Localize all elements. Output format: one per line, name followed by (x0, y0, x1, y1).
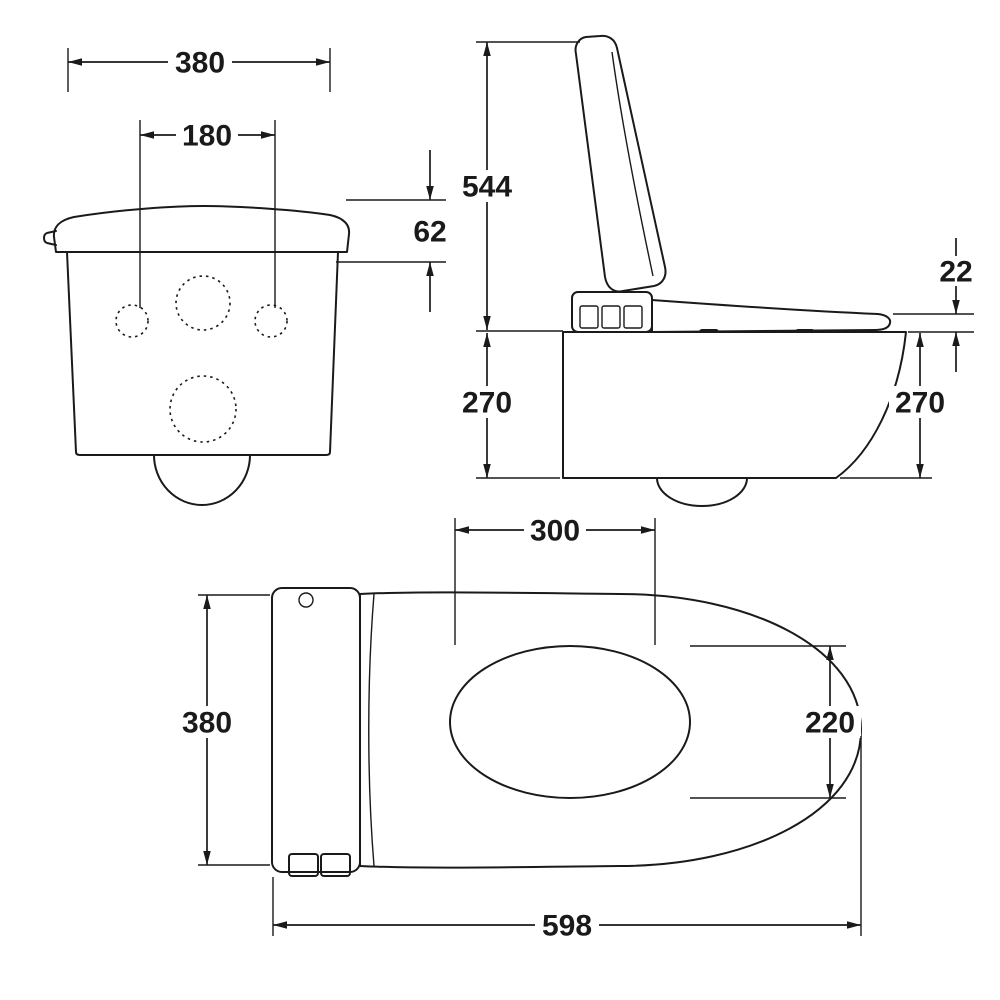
lid-seam-line (611, 51, 654, 277)
lid-open-outline (574, 34, 667, 293)
front-overall-width-dimension: 380 (67, 46, 331, 92)
dimension-label-bg (408, 215, 452, 247)
dimension-label-bg (176, 706, 238, 738)
dimension-label-bg (889, 386, 951, 418)
side-body-height-front-label: 270 (895, 387, 945, 420)
seat-tank-seam (368, 593, 375, 867)
side-open-height-dimension: 544 (456, 41, 580, 332)
front-lid-height-dimension: 62 (336, 150, 452, 312)
top-overall-width-label: 380 (182, 707, 232, 740)
cistern-body-outline (66, 251, 339, 456)
bowl-outline-side (562, 331, 907, 479)
dimension-label-bg (524, 514, 586, 546)
supply-hole (298, 592, 314, 608)
front-lid-height-label: 62 (413, 216, 446, 249)
drain-outline-dotted (169, 375, 237, 443)
side-body-height-back-dimension: 270 (456, 333, 560, 479)
tank-outline-top (271, 587, 361, 873)
front-overall-width-label: 380 (175, 47, 225, 80)
top-view: 300 380 220 598 (176, 514, 862, 943)
top-opening-width-dimension: 300 (454, 514, 656, 645)
side-seat-thickness-label: 22 (939, 256, 972, 289)
dimension-label-bg (176, 119, 238, 151)
seat-outer-outline (359, 591, 862, 869)
side-view: 544 270 22 270 (456, 34, 978, 507)
front-view: 380 180 62 (43, 46, 452, 506)
vent-slot (579, 305, 599, 329)
dimension-label-bg (168, 46, 232, 78)
dimension-label-bg (456, 386, 518, 418)
dimension-label-bg (799, 706, 861, 738)
button-outline-center (175, 275, 231, 331)
lid-side-tab (43, 230, 57, 246)
front-fixing-spacing-dimension: 180 (139, 119, 276, 308)
button-outline-right (254, 304, 288, 338)
top-overall-depth-dimension: 598 (272, 736, 862, 943)
top-overall-width-dimension: 380 (176, 594, 270, 866)
bowl-opening-ellipse (449, 645, 691, 799)
vent-slot (601, 305, 621, 329)
dimension-label-bg (456, 170, 518, 202)
side-open-height-label: 544 (462, 171, 512, 204)
outlet-semicircle-side (656, 477, 748, 507)
side-body-height-front-dimension: 270 (840, 333, 951, 479)
top-opening-width-label: 300 (530, 515, 580, 548)
outlet-semicircle-front (153, 454, 251, 506)
vent-slot (623, 305, 643, 329)
vent-grid (579, 305, 643, 329)
cistern-lid-outline (52, 205, 351, 253)
front-fixing-spacing-label: 180 (182, 120, 232, 153)
connector-block-left (288, 853, 319, 877)
connector-block-right (320, 853, 351, 877)
seat-profile-outline (651, 299, 892, 333)
side-seat-thickness-dimension: 22 (893, 238, 978, 372)
top-overall-depth-label: 598 (542, 910, 592, 943)
top-opening-length-label: 220 (805, 707, 855, 740)
button-outline-left (115, 304, 149, 338)
seat-unit-outline (571, 291, 653, 333)
top-opening-length-dimension: 220 (690, 645, 861, 799)
side-body-height-back-label: 270 (462, 387, 512, 420)
dimension-label-bg (535, 909, 599, 941)
dimension-label-bg (934, 256, 978, 286)
